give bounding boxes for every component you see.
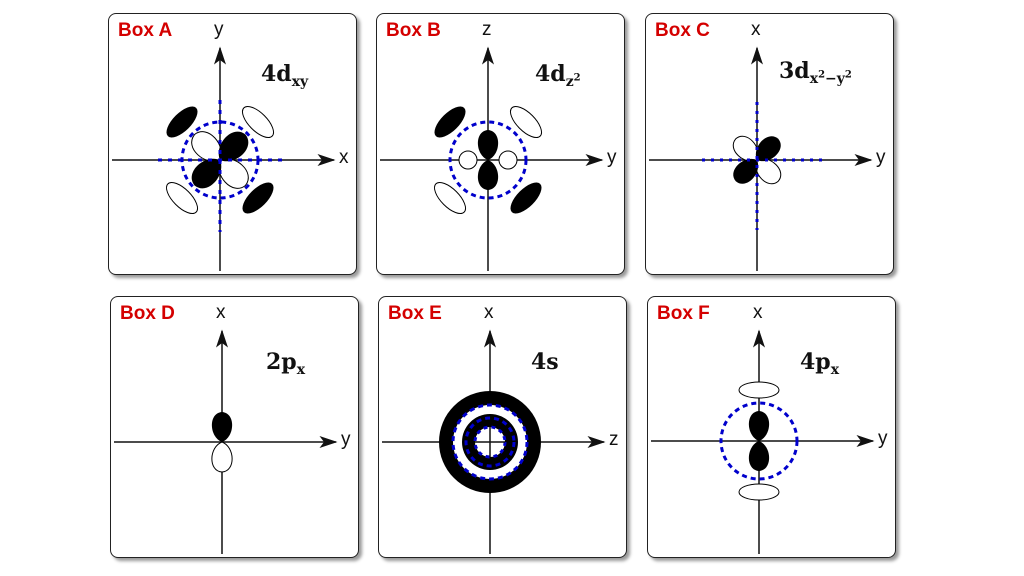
box-label: Box A bbox=[118, 20, 173, 41]
axis-label-vertical: x bbox=[753, 302, 763, 323]
box-c: Box C x y 3dx2−y2 bbox=[645, 13, 894, 275]
box-label: Box C bbox=[655, 20, 710, 41]
outer-lobe-negative bbox=[165, 181, 199, 215]
orbital-diagram-3dx2-y2 bbox=[649, 46, 873, 271]
orbital-diagram-4s bbox=[382, 329, 606, 554]
axis-label-horizontal: y bbox=[341, 429, 351, 450]
box-b: Box B z y 4dz2 bbox=[376, 13, 625, 275]
axis-label-horizontal: x bbox=[339, 147, 349, 168]
axis-label-horizontal: y bbox=[878, 428, 888, 449]
outer-lobe-positive bbox=[242, 182, 274, 214]
axis-label-vertical: x bbox=[751, 19, 761, 40]
box-a: Box A y x 4dxy bbox=[108, 13, 357, 275]
orbital-label: 2px bbox=[266, 349, 306, 378]
outer-lobe-negative bbox=[241, 105, 275, 139]
axis-label-vertical: x bbox=[484, 302, 494, 323]
box-label: Box D bbox=[120, 303, 175, 324]
box-label: Box E bbox=[388, 303, 442, 324]
orbital-label: 3dx2−y2 bbox=[779, 58, 852, 87]
axis-label-vertical: z bbox=[482, 19, 492, 40]
orbital-diagram-2px bbox=[114, 329, 338, 554]
orbital-label: 4dz2 bbox=[535, 61, 581, 90]
orbital-diagram-4dxy bbox=[112, 46, 336, 271]
orbital-diagram-4px bbox=[651, 329, 875, 554]
box-d: Box D x y 2px bbox=[110, 296, 359, 558]
box-label: Box F bbox=[657, 303, 710, 324]
orbital-label: 4dxy bbox=[261, 61, 309, 90]
axis-label-horizontal: y bbox=[876, 147, 886, 168]
orbital-diagram-4dz2 bbox=[380, 46, 604, 271]
radial-node bbox=[448, 120, 528, 200]
orbital-label: 4px bbox=[800, 349, 840, 378]
orbital-label: 4s bbox=[531, 349, 559, 375]
box-e: Box E x z 4s bbox=[378, 296, 627, 558]
outer-lobe-positive bbox=[166, 106, 198, 138]
axis-label-horizontal: z bbox=[609, 429, 619, 450]
box-label: Box B bbox=[386, 20, 441, 41]
axis-label-vertical: y bbox=[214, 19, 224, 40]
axis-label-horizontal: y bbox=[607, 147, 617, 168]
box-f: Box F x y 4px bbox=[647, 296, 896, 558]
axis-label-vertical: x bbox=[216, 302, 226, 323]
